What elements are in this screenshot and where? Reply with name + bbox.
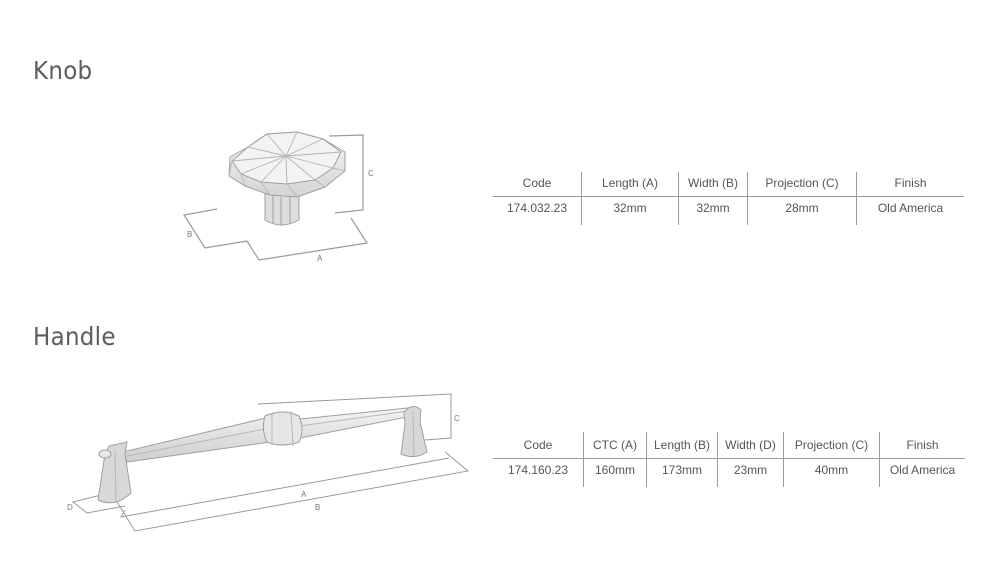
- handle-right-post: [400, 406, 428, 458]
- table-cell: 174.160.23: [507, 463, 569, 477]
- knob-dimension-lines: [183, 134, 369, 261]
- column-header: Length (B): [646, 432, 718, 459]
- table-cell: Old America: [879, 458, 965, 487]
- table-row: 174.032.23 32mm 32mm 28mm Old America: [493, 196, 964, 225]
- table-cell: 40mm: [783, 458, 880, 487]
- column-header: Length (A): [581, 172, 679, 197]
- table-header-row: Code Length (A) Width (B) Projection (C)…: [493, 172, 964, 197]
- handle-section-title: Handle: [33, 322, 116, 351]
- column-header: Width (D): [717, 432, 784, 459]
- handle-dim-a: A: [301, 490, 307, 499]
- column-header: Projection (C): [747, 172, 857, 197]
- table-cell: Old America: [856, 196, 964, 225]
- handle-left-post: [97, 441, 132, 504]
- column-header: Projection (C): [783, 432, 880, 459]
- column-header: Width (B): [678, 172, 748, 197]
- table-cell: 32mm: [678, 196, 748, 225]
- table-row: 174.160.23 160mm 173mm 23mm 40mm Old Ame…: [493, 458, 965, 487]
- column-header: Finish: [856, 172, 964, 197]
- knob-dim-a: A: [317, 254, 323, 263]
- table-cell: 174.032.23: [506, 201, 568, 215]
- knob-section-title: Knob: [33, 56, 93, 85]
- column-header: CTC (A): [583, 432, 647, 459]
- column-header: Finish: [879, 432, 965, 459]
- knob-head: [228, 131, 346, 198]
- handle-dimension-drawing: D A B C: [67, 393, 470, 532]
- handle-bar: [122, 406, 418, 463]
- handle-dimension-lines: [71, 393, 470, 532]
- knob-dim-b: B: [187, 230, 192, 239]
- table-cell: 32mm: [581, 196, 679, 225]
- table-cell: 23mm: [717, 458, 784, 487]
- handle-dim-d: D: [67, 503, 73, 512]
- table-cell: 160mm: [583, 458, 647, 487]
- knob-spec-table: Code Length (A) Width (B) Projection (C)…: [493, 172, 964, 225]
- table-header-row: Code CTC (A) Length (B) Width (D) Projec…: [493, 432, 965, 459]
- knob-dimension-drawing: B A C: [183, 131, 374, 263]
- column-header: Code: [493, 172, 582, 197]
- handle-dim-c: C: [454, 414, 460, 423]
- table-cell: 173mm: [646, 458, 718, 487]
- knob-dim-c: C: [368, 169, 374, 178]
- handle-dim-b: B: [315, 503, 320, 512]
- column-header: Code: [493, 432, 584, 459]
- table-cell: 28mm: [747, 196, 857, 225]
- knob-stem: [264, 193, 300, 226]
- handle-spec-table: Code CTC (A) Length (B) Width (D) Projec…: [493, 432, 965, 487]
